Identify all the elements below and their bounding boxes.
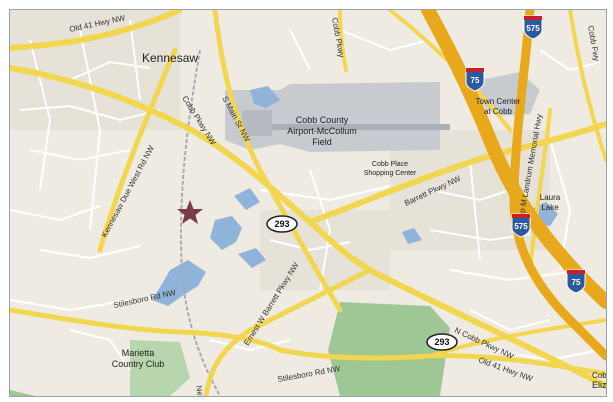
interstate-shield-575-mid: 575 — [511, 213, 531, 238]
shield-text-293-mid: 293 — [274, 219, 289, 229]
star-marker-icon[interactable] — [177, 200, 203, 224]
place-label-eliz: Eliz — [592, 380, 606, 390]
road-label-chastain-partial: Ne — [194, 385, 205, 396]
place-label-kennesaw: Kennesaw — [142, 51, 198, 65]
place-label-cobb-place-2: Shopping Center — [364, 170, 417, 177]
state-route-shield-293-mid: 293 — [266, 215, 298, 233]
place-label-airport-3: Field — [312, 137, 332, 147]
place-label-marietta-cc-2: Country Club — [112, 359, 165, 369]
map-canvas[interactable]: Kennesaw Cobb County Airport-McCollum Fi… — [10, 10, 606, 396]
shield-text-575-mid: 575 — [514, 222, 528, 231]
interstate-shield-75-upper: 75 — [465, 67, 485, 92]
water-bodies — [152, 86, 558, 306]
major-roads — [10, 10, 606, 396]
place-label-airport-2: Airport-McCollum — [287, 126, 357, 136]
place-label-airport-1: Cobb County — [296, 115, 349, 125]
place-label-town-center-2: at Cobb — [484, 107, 513, 116]
shield-text-293-low: 293 — [434, 337, 449, 347]
shield-text-575-top: 575 — [526, 24, 540, 33]
place-label-laura-lake-2: Lake — [541, 203, 559, 212]
place-label-laura-lake-1: Laura — [540, 193, 561, 202]
place-label-cobb-place-1: Cobb Place — [372, 161, 408, 168]
interstate-shield-75-lower: 75 — [566, 269, 586, 294]
place-label-town-center-1: Town Center — [476, 97, 521, 106]
place-label-cobb-pk: Cobb Pk — [592, 371, 606, 380]
place-labels: Kennesaw Cobb County Airport-McCollum Fi… — [112, 51, 606, 390]
place-label-marietta-cc-1: Marietta — [122, 348, 155, 358]
shield-text-75-lower: 75 — [572, 278, 581, 287]
state-route-shield-293-low: 293 — [426, 333, 458, 351]
park-areas — [10, 302, 450, 396]
shield-text-75-upper: 75 — [471, 76, 480, 85]
interstate-shield-575-top: 575 — [523, 15, 543, 40]
map-view[interactable]: Kennesaw Cobb County Airport-McCollum Fi… — [9, 9, 607, 397]
